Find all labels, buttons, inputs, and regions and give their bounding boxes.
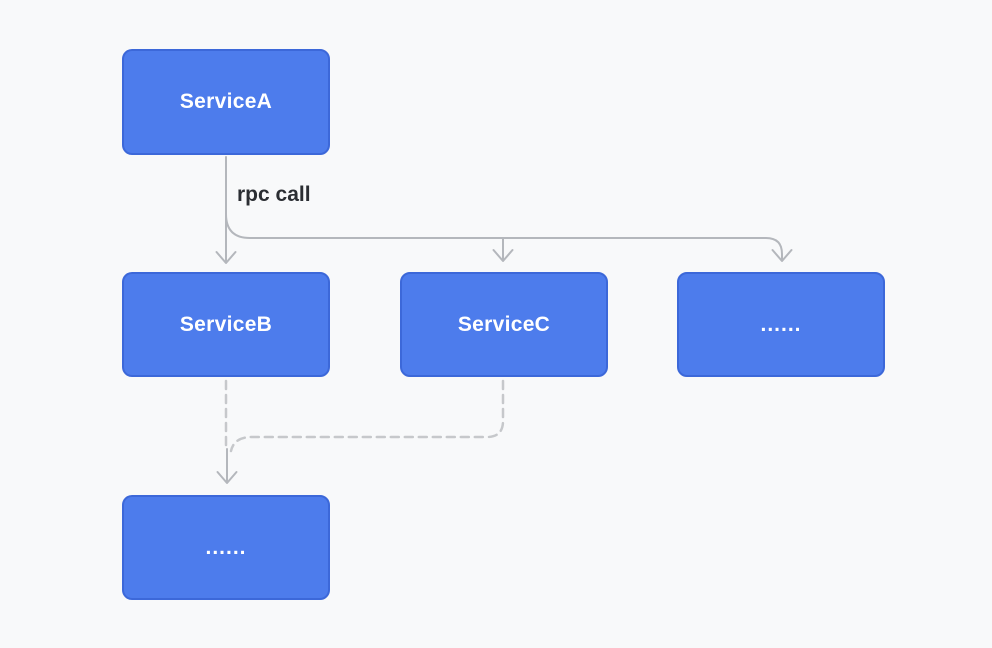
arrowhead-more-downstream [216,471,238,484]
node-more-downstream-label: ...... [205,535,247,559]
node-serviceA: ServiceA [122,49,330,155]
node-more-services: ...... [677,272,885,377]
arrowhead-serviceB [215,251,237,264]
node-more-downstream: ...... [122,495,330,600]
node-serviceC: ServiceC [400,272,608,377]
node-serviceB-label: ServiceB [179,312,273,336]
edge-serviceC-downstream [229,379,505,453]
arrowhead-serviceC [492,249,514,262]
node-more-services-label: ...... [760,312,802,336]
node-serviceA-label: ServiceA [179,90,273,113]
node-serviceB: ServiceB [122,272,330,377]
edge-label-rpc-call: rpc call [237,183,311,206]
edge-serviceA-branch [225,213,783,260]
arrowhead-more-services [771,249,793,262]
node-serviceC-label: ServiceC [457,312,551,336]
